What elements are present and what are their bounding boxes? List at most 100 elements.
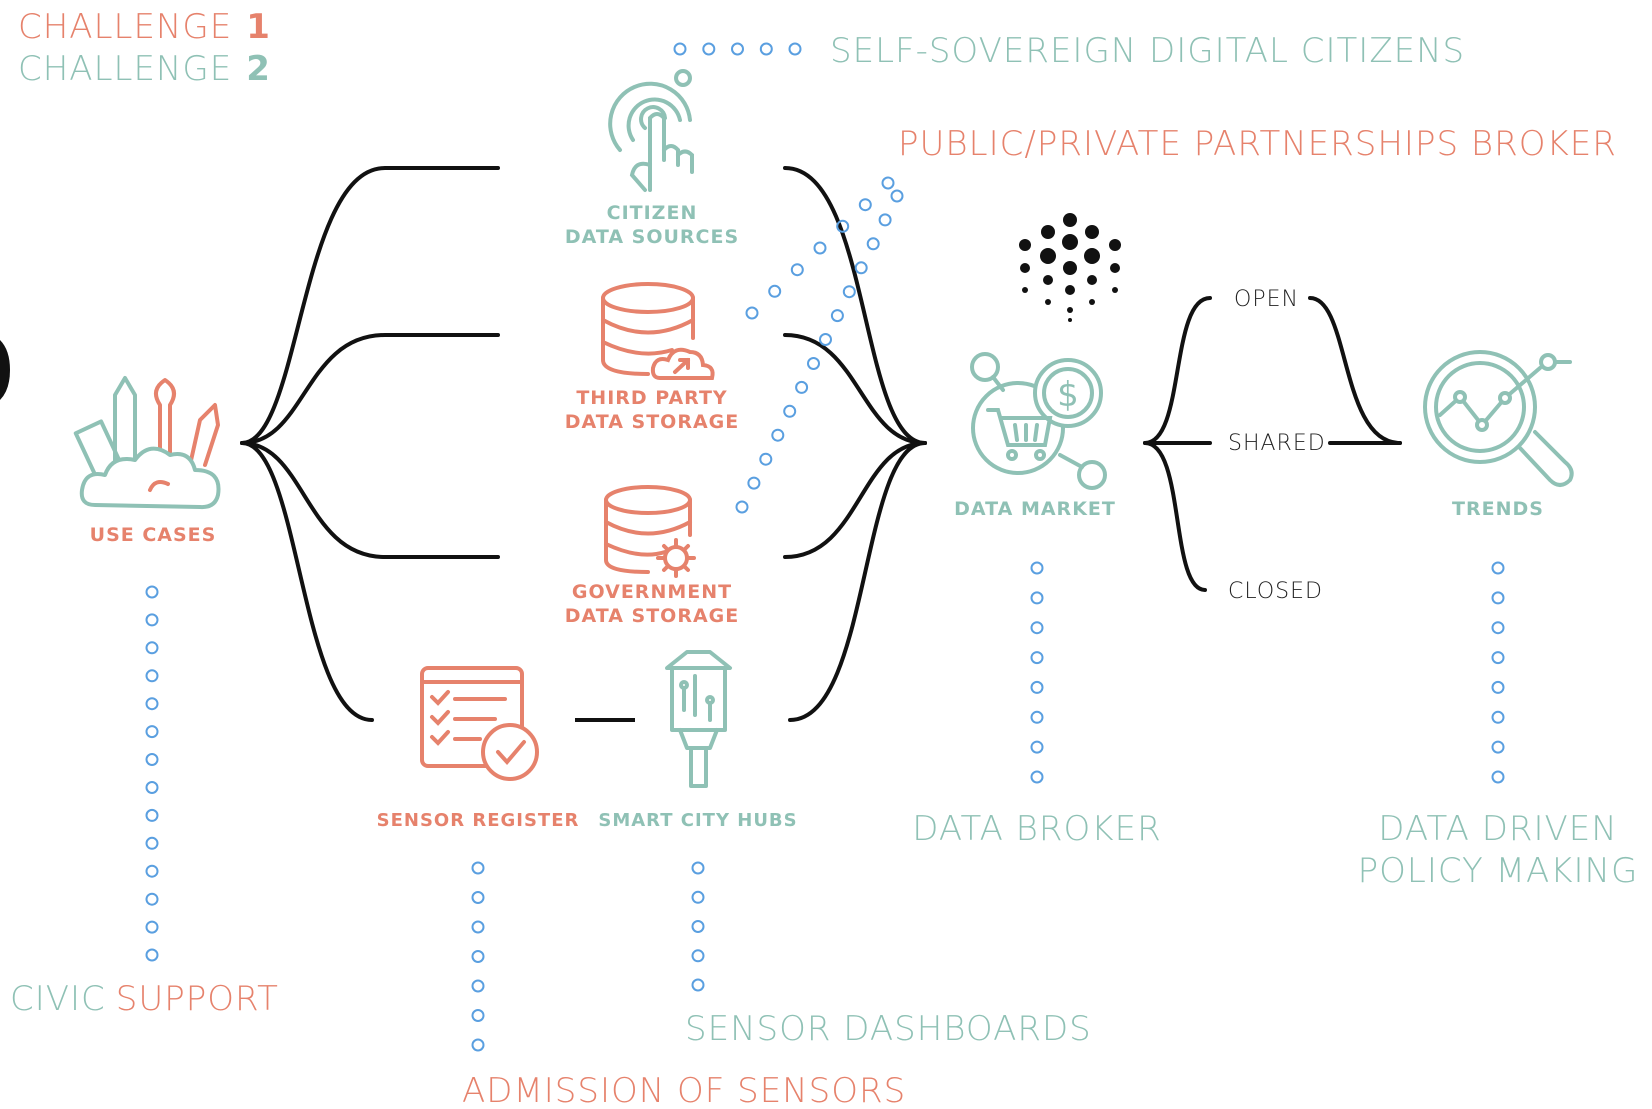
street-lamp-icon <box>665 650 732 788</box>
dotted-connectors <box>145 42 1505 1052</box>
label-admission-of-sensors: ADMISSION OF SENSORS <box>462 1071 906 1109</box>
civic-dot <box>145 725 159 739</box>
broker-dot <box>1030 621 1044 635</box>
cluster-dot <box>1063 213 1077 227</box>
ppp-lower-dot <box>735 500 749 514</box>
art-tools-cloud-icon <box>73 376 221 510</box>
self-sovereign-dot <box>788 42 802 56</box>
civic-dot <box>145 920 159 934</box>
ppp-lower-dot <box>890 189 904 203</box>
ppp-lower-dot <box>842 285 856 299</box>
label-policy-line-1: DATA DRIVEN <box>1378 809 1617 849</box>
civic-dot <box>145 836 159 850</box>
policy-dot <box>1491 710 1505 724</box>
cluster-dot <box>1085 225 1099 239</box>
broker-dot <box>1030 651 1044 665</box>
cluster-dot <box>1043 275 1053 285</box>
cluster-dot <box>1019 239 1031 251</box>
cluster-dot <box>1040 248 1056 264</box>
cluster-dot <box>1062 234 1078 250</box>
data-market-node: $ DATA MARKET <box>954 352 1116 520</box>
civic-dot <box>145 669 159 683</box>
edge-mark <box>0 340 10 400</box>
touch-fingerprint-icon <box>608 69 694 192</box>
ppp-lower-dot <box>819 333 832 346</box>
smart-city-hubs-label: SMART CITY HUBS <box>598 810 797 831</box>
civic-dot <box>145 697 159 711</box>
admission-dot <box>471 950 485 963</box>
citizen-data-label-1: CITIZEN <box>607 202 698 224</box>
label-policy-line-2: POLICY MAKING <box>1358 851 1639 891</box>
sensor-register-node: SENSOR REGISTER <box>377 666 580 831</box>
trends-label: TRENDS <box>1452 498 1544 520</box>
access-bracket <box>1143 296 1402 592</box>
trends-node: TRENDS <box>1423 350 1574 520</box>
admission-dot <box>471 861 485 875</box>
cluster-dot <box>1041 225 1055 239</box>
sensor-register-label: SENSOR REGISTER <box>377 810 580 831</box>
ppp-lower-dot <box>854 261 868 275</box>
cluster-dot <box>1020 263 1030 273</box>
cluster-dot <box>1045 299 1051 305</box>
government-label-2: DATA STORAGE <box>565 605 740 627</box>
cluster-dot <box>1109 239 1121 251</box>
third-party-label-2: DATA STORAGE <box>565 411 740 433</box>
civic-dot <box>145 781 159 794</box>
citizen-data-label-2: DATA SOURCES <box>565 226 739 248</box>
label-ppp-broker: PUBLIC/PRIVATE PARTNERSHIPS BROKER <box>898 124 1617 164</box>
admission-dot <box>471 1009 485 1022</box>
cluster-dot <box>1067 307 1073 313</box>
ppp-lower-dot <box>795 380 809 394</box>
ppp-upper-dot <box>836 219 850 233</box>
broker-dot <box>1030 591 1044 605</box>
ppp-lower-dot <box>759 452 773 466</box>
cluster-dot <box>1110 263 1120 273</box>
ppp-lower-dot <box>771 428 785 442</box>
data-market-label: DATA MARKET <box>954 498 1116 520</box>
broker-dot <box>1030 710 1044 724</box>
broker-dot <box>1030 680 1044 694</box>
ppp-upper-dot <box>790 263 804 277</box>
ppp-lower-dot <box>878 213 892 227</box>
policy-dot <box>1491 591 1505 605</box>
use-cases-label: USE CASES <box>90 524 217 546</box>
label-data-broker: DATA BROKER <box>912 809 1161 849</box>
policy-dot <box>1491 680 1505 694</box>
label-shared: SHARED <box>1228 431 1326 456</box>
dashboards-dot <box>691 890 705 904</box>
dot-cluster-icon <box>1019 213 1121 322</box>
right-bracket <box>783 166 927 722</box>
dollar-glyph: $ <box>1057 375 1079 415</box>
government-label-1: GOVERNMENT <box>572 581 732 603</box>
ppp-upper-dot <box>858 198 872 212</box>
self-sovereign-dot <box>702 42 716 56</box>
ppp-lower-dot <box>747 476 761 490</box>
cluster-dot <box>1063 261 1077 275</box>
policy-dot <box>1491 561 1505 575</box>
dashboards-dot <box>691 949 705 963</box>
citizen-data-node: CITIZEN DATA SOURCES <box>565 69 739 248</box>
admission-dot <box>471 920 485 934</box>
label-sensor-dashboards: SENSOR DASHBOARDS <box>685 1009 1092 1049</box>
cluster-dot <box>1087 275 1097 285</box>
ppp-upper-dot <box>881 176 895 190</box>
ppp-lower-dot <box>866 237 880 251</box>
third-party-label-1: THIRD PARTY <box>576 387 727 409</box>
policy-dot <box>1491 740 1505 754</box>
dashboards-dot <box>691 861 705 875</box>
civic-dot <box>145 641 159 655</box>
policy-dot <box>1491 621 1505 635</box>
civic-dot <box>145 892 159 906</box>
dashboards-dot <box>691 920 705 933</box>
database-gear-icon <box>604 485 696 578</box>
cluster-dot <box>1084 248 1100 264</box>
cluster-dot <box>1089 299 1095 305</box>
self-sovereign-dot <box>673 42 687 56</box>
cluster-dot <box>1065 285 1075 295</box>
ppp-upper-dot <box>813 241 827 255</box>
database-cloud-icon <box>601 282 715 380</box>
third-party-node: THIRD PARTY DATA STORAGE <box>565 282 740 433</box>
